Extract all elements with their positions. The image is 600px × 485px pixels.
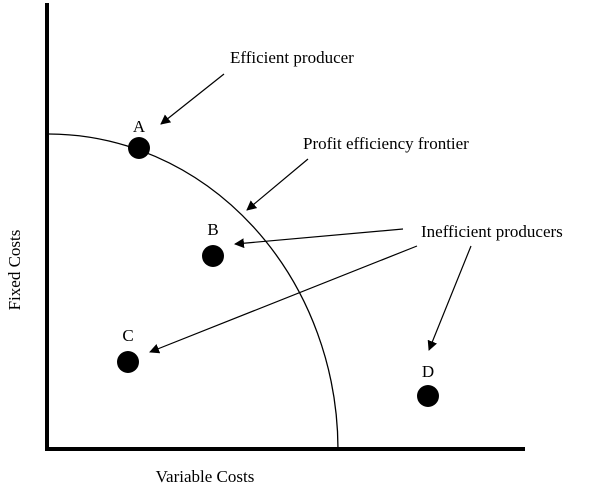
arrow-to-d xyxy=(427,245,472,351)
arrow-to-b xyxy=(234,228,404,249)
point-d: D xyxy=(417,362,439,407)
arrow-to-c xyxy=(149,245,418,354)
point-a: A xyxy=(128,117,150,159)
inefficient-producers-label: Inefficient producers xyxy=(421,222,563,241)
efficient-producer-label: Efficient producer xyxy=(230,48,354,67)
arrow-to-a xyxy=(160,73,225,125)
point-c-label: C xyxy=(122,326,133,345)
point-a-label: A xyxy=(133,117,146,136)
y-axis-label: Fixed Costs xyxy=(5,230,24,311)
point-b: B xyxy=(202,220,224,267)
point-d-label: D xyxy=(422,362,434,381)
point-b-label: B xyxy=(207,220,218,239)
profit-efficiency-frontier xyxy=(48,133,339,450)
frontier-label: Profit efficiency frontier xyxy=(303,134,469,153)
arrow-to-frontier xyxy=(246,158,309,211)
point-c: C xyxy=(117,326,139,373)
x-axis-label: Variable Costs xyxy=(156,467,255,485)
